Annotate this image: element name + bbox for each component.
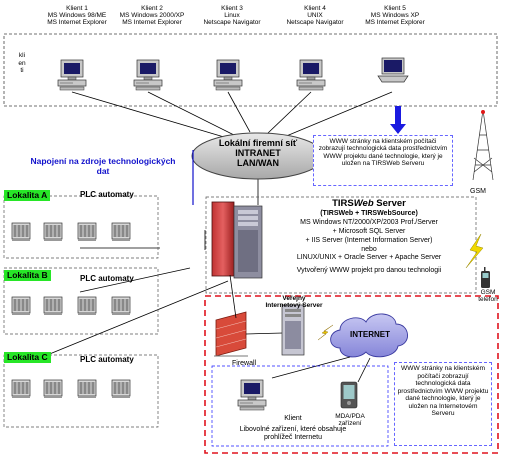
server-title-suffix: Server [373, 198, 406, 209]
verejny-server-label: Veřejný Internetový Server [254, 295, 334, 310]
lokalita-b-badge: Lokalita B [4, 270, 51, 281]
intranet-info-box: WWW stránky na klientském počítači zobra… [313, 135, 453, 186]
server-subtitle: (TIRSWeb + TIRSWebSource) [320, 209, 418, 217]
server-title-prefix: TIRS [332, 198, 354, 209]
gsm-phone-label: GSM telefon [478, 289, 498, 303]
mda-label: MDA/PDA zařízení [330, 413, 370, 428]
client-name: Klient 4 [304, 5, 326, 12]
gsm-label: GSM [470, 188, 486, 195]
server-lines: MS Windows NT/2000/XP/2003 Prof./Server … [262, 219, 476, 263]
plc-label-a: PLC automaty [80, 190, 134, 199]
client-browser: Netscape Navigator [203, 18, 261, 26]
internet-client-label: Klient Libovolné zařízení, které obsahuj… [228, 415, 358, 441]
client-os: UNIX [307, 11, 323, 19]
lokalita-a-badge: Lokalita A [4, 190, 51, 201]
client-name: Klient 2 [141, 5, 163, 12]
firewall-label: Firewall [232, 360, 257, 367]
client-browser: MS Internet Explorer [365, 18, 425, 26]
client-4-label: Klient 4 UNIX Netscape Navigator [278, 5, 352, 26]
client-os: MS Windows 2000/XP [119, 11, 185, 19]
client-3-label: Klient 3 Linux Netscape Navigator [195, 5, 269, 26]
client-1-label: Klient 1 MS Windows 98/ME MS Internet Ex… [42, 5, 112, 26]
client-browser: MS Internet Explorer [47, 18, 107, 26]
lokalita-c-badge: Lokalita C [4, 352, 51, 363]
client-5-label: Klient 5 MS Windows XP MS Internet Explo… [355, 5, 435, 26]
server-footer: Vytvořený WWW projekt pro danou technolo… [296, 267, 442, 275]
napojeni-label: Napojení na zdroje technologických dat [30, 156, 176, 176]
client-browser: Netscape Navigator [286, 18, 344, 26]
server-description: TIRSWeb Server (TIRSWeb + TIRSWebSource)… [262, 199, 476, 275]
plc-label-c: PLC automaty [80, 355, 134, 364]
server-title-italic: Web [353, 198, 374, 209]
internet-label: INTERNET [350, 330, 390, 339]
server-title: TIRSWeb Server [262, 199, 476, 209]
client-browser: MS Internet Explorer [122, 18, 182, 26]
internet-client-desc1: Libovolné zařízení, které obsahuje [239, 426, 347, 434]
mda-line2: zařízení [338, 419, 362, 427]
intranet-line2: INTRANET [235, 147, 281, 158]
client-name: Klient 3 [221, 5, 243, 12]
intranet-label: Lokální firemní síť INTRANET LAN/WAN [198, 138, 318, 169]
server-line: + IIS Server (Internet Information Serve… [305, 236, 433, 244]
client-name: Klient 5 [384, 5, 406, 12]
verejny-line2: Internetový Server [265, 301, 323, 309]
server-line: LINUX/UNIX + Oracle Server + Apache Serv… [296, 254, 442, 262]
internet-info-box: WWW stránky na klientském počítači zobra… [394, 362, 492, 446]
client-os: MS Windows 98/ME [47, 11, 107, 19]
mda-line1: MDA/PDA [335, 413, 365, 420]
server-line: nebo [361, 245, 377, 253]
internet-client-desc2: prohlížeč Internetu [264, 433, 322, 441]
client-2-label: Klient 2 MS Windows 2000/XP MS Internet … [112, 5, 192, 26]
internet-client-name: Klient [284, 415, 302, 422]
client-os: MS Windows XP [370, 11, 420, 19]
plc-label-b: PLC automaty [80, 274, 134, 283]
client-os: Linux [224, 11, 240, 19]
intranet-line1: Lokální firemní síť [218, 138, 298, 148]
verejny-line1: Veřejný [282, 295, 306, 302]
server-line: MS Windows NT/2000/XP/2003 Prof./Server [300, 219, 438, 227]
server-line: + Microsoft SQL Server [332, 228, 406, 236]
intranet-line3: LAN/WAN [237, 157, 279, 168]
client-name: Klient 1 [66, 5, 88, 12]
klienti-side-label: klienti [18, 52, 26, 74]
